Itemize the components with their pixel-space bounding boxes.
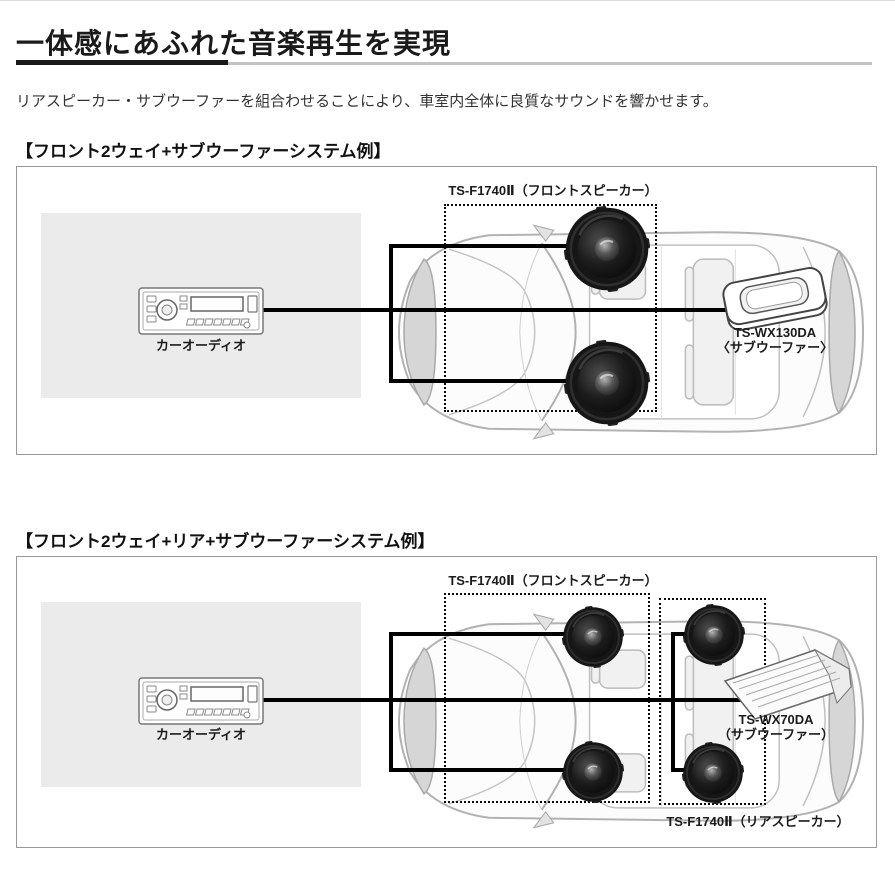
subwoofer-ts-wx130da xyxy=(717,267,833,331)
subwoofer-label: TS-WX70DA （サブウーファー） xyxy=(701,712,851,742)
front-speaker-top xyxy=(562,606,624,668)
system2-diagram: TS-F1740Ⅱ（フロントスピーカー） TS-WX70DA （サブウーファー）… xyxy=(16,556,877,848)
car-audio-label: カーオーディオ xyxy=(155,727,247,742)
subwoofer-type: 〈サブウーファー〉 xyxy=(716,340,834,355)
rear-speaker-bottom xyxy=(682,742,744,804)
rear-speaker-label: TS-F1740Ⅱ（リアスピーカー） xyxy=(666,814,850,829)
wire-headunit-to-subwoofer xyxy=(261,308,747,312)
title-underline-gray xyxy=(16,62,872,65)
system2-heading: 【フロント2ウェイ+リア+サブウーファーシステム例】 xyxy=(16,532,435,551)
car-audio-head-unit xyxy=(138,287,264,335)
wire-headunit-to-subwoofer xyxy=(261,698,769,702)
front-speaker-label: TS-F1740Ⅱ（フロントスピーカー） xyxy=(448,573,658,588)
front-speaker-top xyxy=(564,206,650,292)
title-underline-accent xyxy=(16,60,228,65)
front-speaker-bottom xyxy=(562,741,624,803)
car-audio-head-unit xyxy=(138,677,264,725)
front-speaker-bottom xyxy=(564,340,650,426)
wire-branch-vertical xyxy=(389,244,393,383)
subwoofer-label: TS-WX130DA 〈サブウーファー〉 xyxy=(705,325,845,355)
subwoofer-model: TS-WX70DA xyxy=(738,712,814,727)
wire-to-front-top-speaker xyxy=(391,244,607,248)
system1-heading: 【フロント2ウェイ+サブウーファーシステム例】 xyxy=(16,142,391,161)
wire-rear-branch-vertical xyxy=(671,632,675,772)
page-subtitle: リアスピーカー・サブウーファーを組合わせることにより、車室内全体に良質なサウンド… xyxy=(16,93,718,110)
page-top-border xyxy=(0,0,895,1)
subwoofer-model: TS-WX130DA xyxy=(733,325,817,340)
wire-front-branch-vertical xyxy=(389,632,393,772)
rear-speaker-top xyxy=(683,604,745,666)
system1-diagram: TS-F1740Ⅱ（フロントスピーカー） TS-WX130DA 〈サブウーファー… xyxy=(16,166,877,455)
car-audio-label: カーオーディオ xyxy=(155,338,247,353)
subwoofer-type: （サブウーファー） xyxy=(717,727,835,742)
wire-to-front-top-speaker xyxy=(391,632,593,636)
wire-to-front-bottom-speaker xyxy=(391,768,593,772)
page-title: 一体感にあふれた音楽再生を実現 xyxy=(16,28,452,59)
front-speaker-label: TS-F1740Ⅱ（フロントスピーカー） xyxy=(448,183,658,198)
wire-to-front-bottom-speaker xyxy=(391,379,607,383)
